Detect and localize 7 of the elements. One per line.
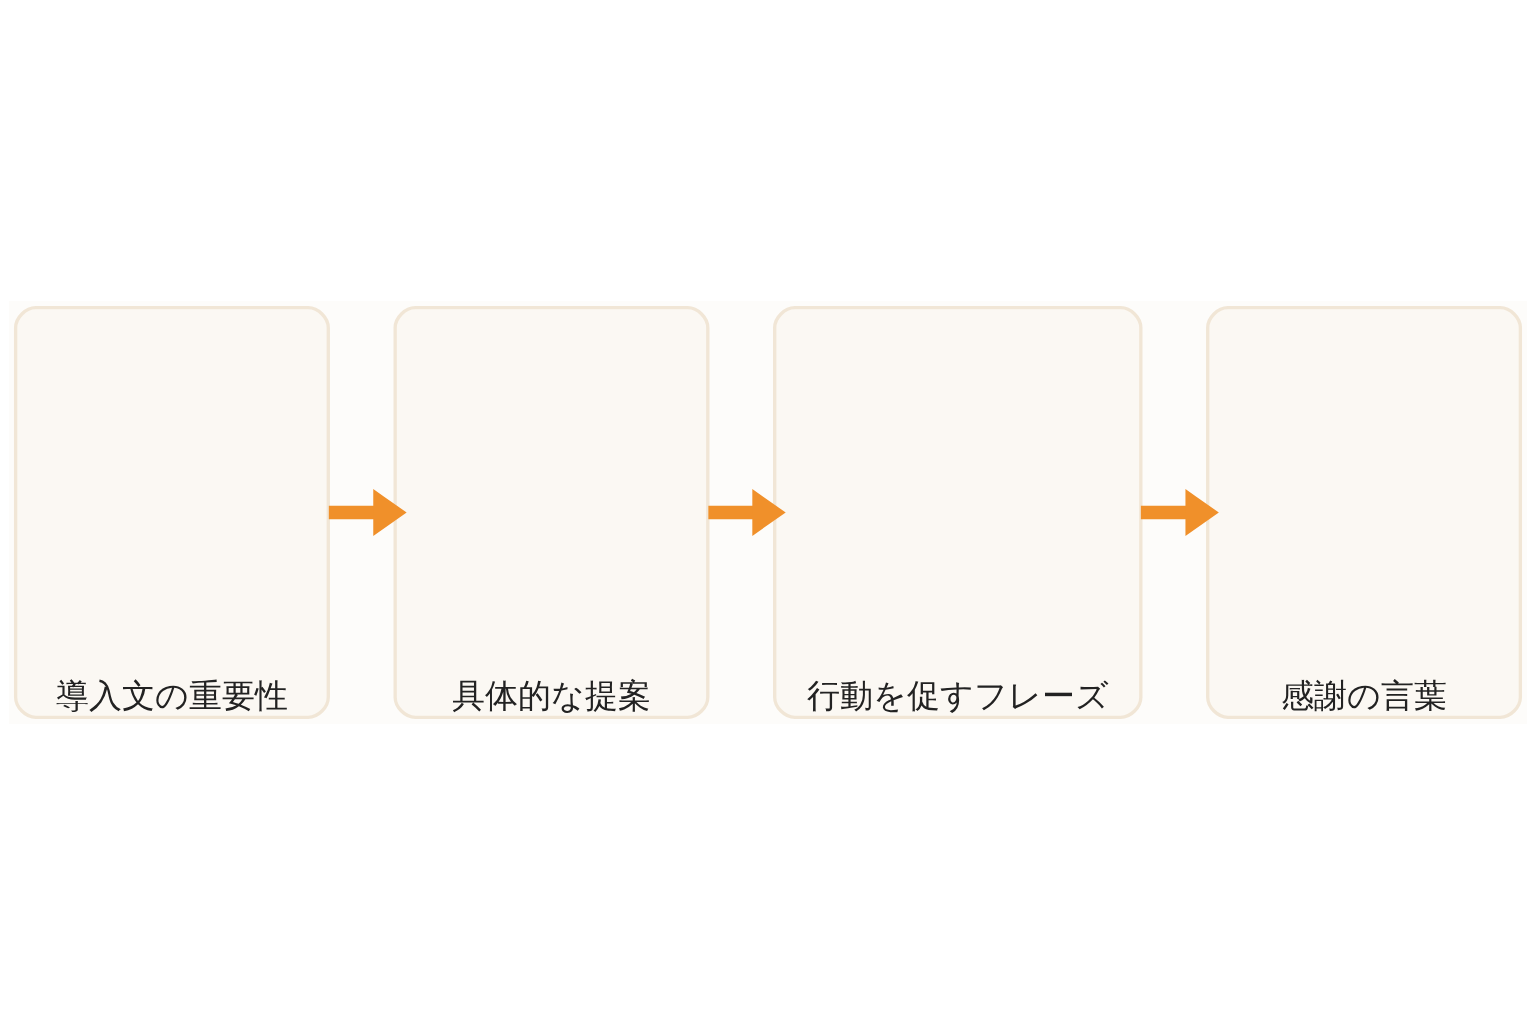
node-box: 行動を促すフレーズ	[773, 305, 1143, 719]
arrow	[708, 488, 786, 536]
node-box: 感謝の言葉	[1206, 305, 1523, 719]
node-box: 具体的な提案	[393, 305, 710, 719]
arrow	[1140, 488, 1219, 536]
arrow	[328, 488, 407, 536]
node-box: 導入文の重要性	[13, 305, 330, 719]
